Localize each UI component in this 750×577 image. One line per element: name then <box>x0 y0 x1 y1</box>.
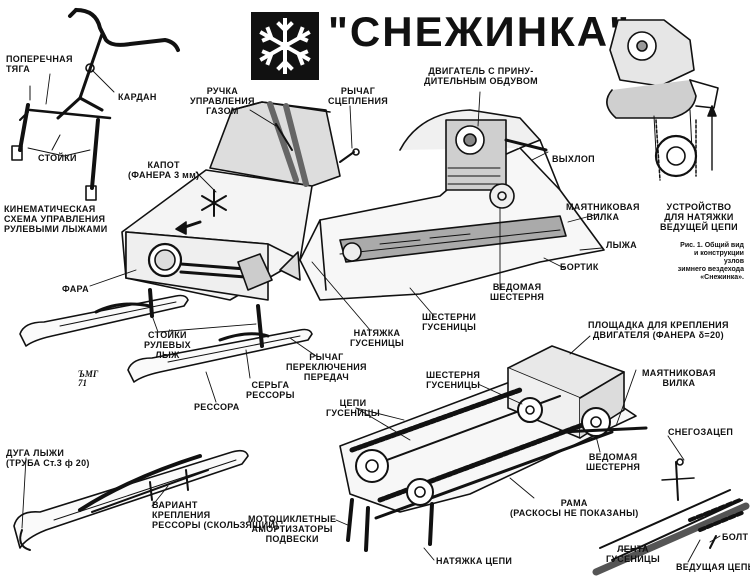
label-chain-tension: НАТЯЖКА ЦЕПИ <box>436 556 513 566</box>
snowmobile-body <box>121 101 605 301</box>
label-track-tension-top: НАТЯЖКА ГУСЕНИЦЫ <box>350 328 404 348</box>
label-ski-arc: ДУГА ЛЫЖИ (ТРУБА Ст.3 ф 20) <box>6 448 90 468</box>
label-spring-mount-variant: ВАРИАНТ КРЕПЛЕНИЯ РЕССОРЫ (СКОЛЬЗЯЩИЙ) <box>152 500 279 530</box>
label-engine-forced-air: ДВИГАТЕЛЬ С ПРИНУ- ДИТЕЛЬНЫМ ОБДУВОМ <box>424 66 538 86</box>
label-hood-plywood: КАПОТ (ФАНЕРА 3 мм) <box>128 160 200 180</box>
label-throttle-handle: РУЧКА УПРАВЛЕНИЯ ГАЗОМ <box>190 86 255 116</box>
label-steering-ski-struts: СТОЙКИ РУЛЕВЫХ ЛЫЖ <box>144 330 191 360</box>
label-headlight: ФАРА <box>62 284 89 294</box>
label-track-gear-bottom: ШЕСТЕРНЯ ГУСЕНИЦЫ <box>426 370 481 390</box>
ski-variant <box>13 449 249 551</box>
label-drive-chain: ВЕДУЩАЯ ЦЕПЬ <box>676 562 750 572</box>
label-snow-catch: СНЕГОЗАЦЕП <box>668 427 734 437</box>
label-bolt: БОЛТ <box>722 532 749 542</box>
front-skis <box>19 253 313 383</box>
snowflake-logo-icon <box>251 12 319 80</box>
label-clutch-lever: РЫЧАГ СЦЕПЛЕНИЯ <box>328 86 389 106</box>
label-exhaust: ВЫХЛОП <box>552 154 595 164</box>
label-ski: ЛЫЖА <box>606 240 637 250</box>
label-frame: РАМА (РАСКОСЫ НЕ ПОКАЗАНЫ) <box>510 498 639 518</box>
hood-snowflake-icon <box>201 189 227 217</box>
label-pendulum-fork-top: МАЯТНИКОВАЯ ВИЛКА <box>566 202 640 222</box>
label-pendulum-fork-bottom: МАЯТНИКОВАЯ ВИЛКА <box>642 368 716 388</box>
label-gear-shift-lever: РЫЧАГ ПЕРЕКЛЮЧЕНИЯ ПЕРЕДАЧ <box>286 352 367 382</box>
label-transverse-rod: ПОПЕРЕЧНАЯ ТЯГА <box>6 54 73 74</box>
artist-signature: ЪМГ 71 <box>78 369 99 388</box>
label-track-gears-top: ШЕСТЕРНИ ГУСЕНИЦЫ <box>422 312 477 332</box>
label-spring-shackle: СЕРЬГА РЕССОРЫ <box>246 380 295 400</box>
snow-catch-detail <box>592 458 750 576</box>
label-driven-gear-bottom: ВЕДОМАЯ ШЕСТЕРНЯ <box>586 452 641 472</box>
leader-lines <box>21 69 721 563</box>
label-struts: СТОЙКИ <box>38 153 77 163</box>
label-cardan: КАРДАН <box>118 92 157 102</box>
page-title: "СНЕЖИНКА" <box>328 8 631 55</box>
label-leaf-spring: РЕССОРА <box>194 402 240 412</box>
steering-scheme <box>11 8 180 201</box>
label-rim: БОРТИК <box>560 262 599 272</box>
label-track-chains: ЦЕПИ ГУСЕНИЦЫ <box>326 398 380 418</box>
label-tensioner-drive-chain: УСТРОЙСТВО ДЛЯ НАТЯЖКИ ВЕДУЩЕЙ ЦЕПИ <box>660 202 738 232</box>
figure-caption: Рис. 1. Общий вид и конструкции узлов зи… <box>677 242 744 281</box>
label-track-belt: ЛЕНТА ГУСЕНИЦЫ <box>606 544 660 564</box>
label-driven-gear-top: ВЕДОМАЯ ШЕСТЕРНЯ <box>490 282 545 302</box>
label-moto-shocks: МОТОЦИКЛЕТНЫЕ АМОРТИЗАТОРЫ ПОДВЕСКИ <box>248 514 337 544</box>
label-engine-platform: ПЛОЩАДКА ДЛЯ КРЕПЛЕНИЯ ДВИГАТЕЛЯ (ФАНЕРА… <box>588 320 729 340</box>
track-frame <box>339 345 648 552</box>
label-kinematic-scheme: КИНЕМАТИЧЕСКАЯ СХЕМА УПРАВЛЕНИЯ РУЛЕВЫМИ… <box>4 204 108 234</box>
engine-detail <box>606 19 719 181</box>
